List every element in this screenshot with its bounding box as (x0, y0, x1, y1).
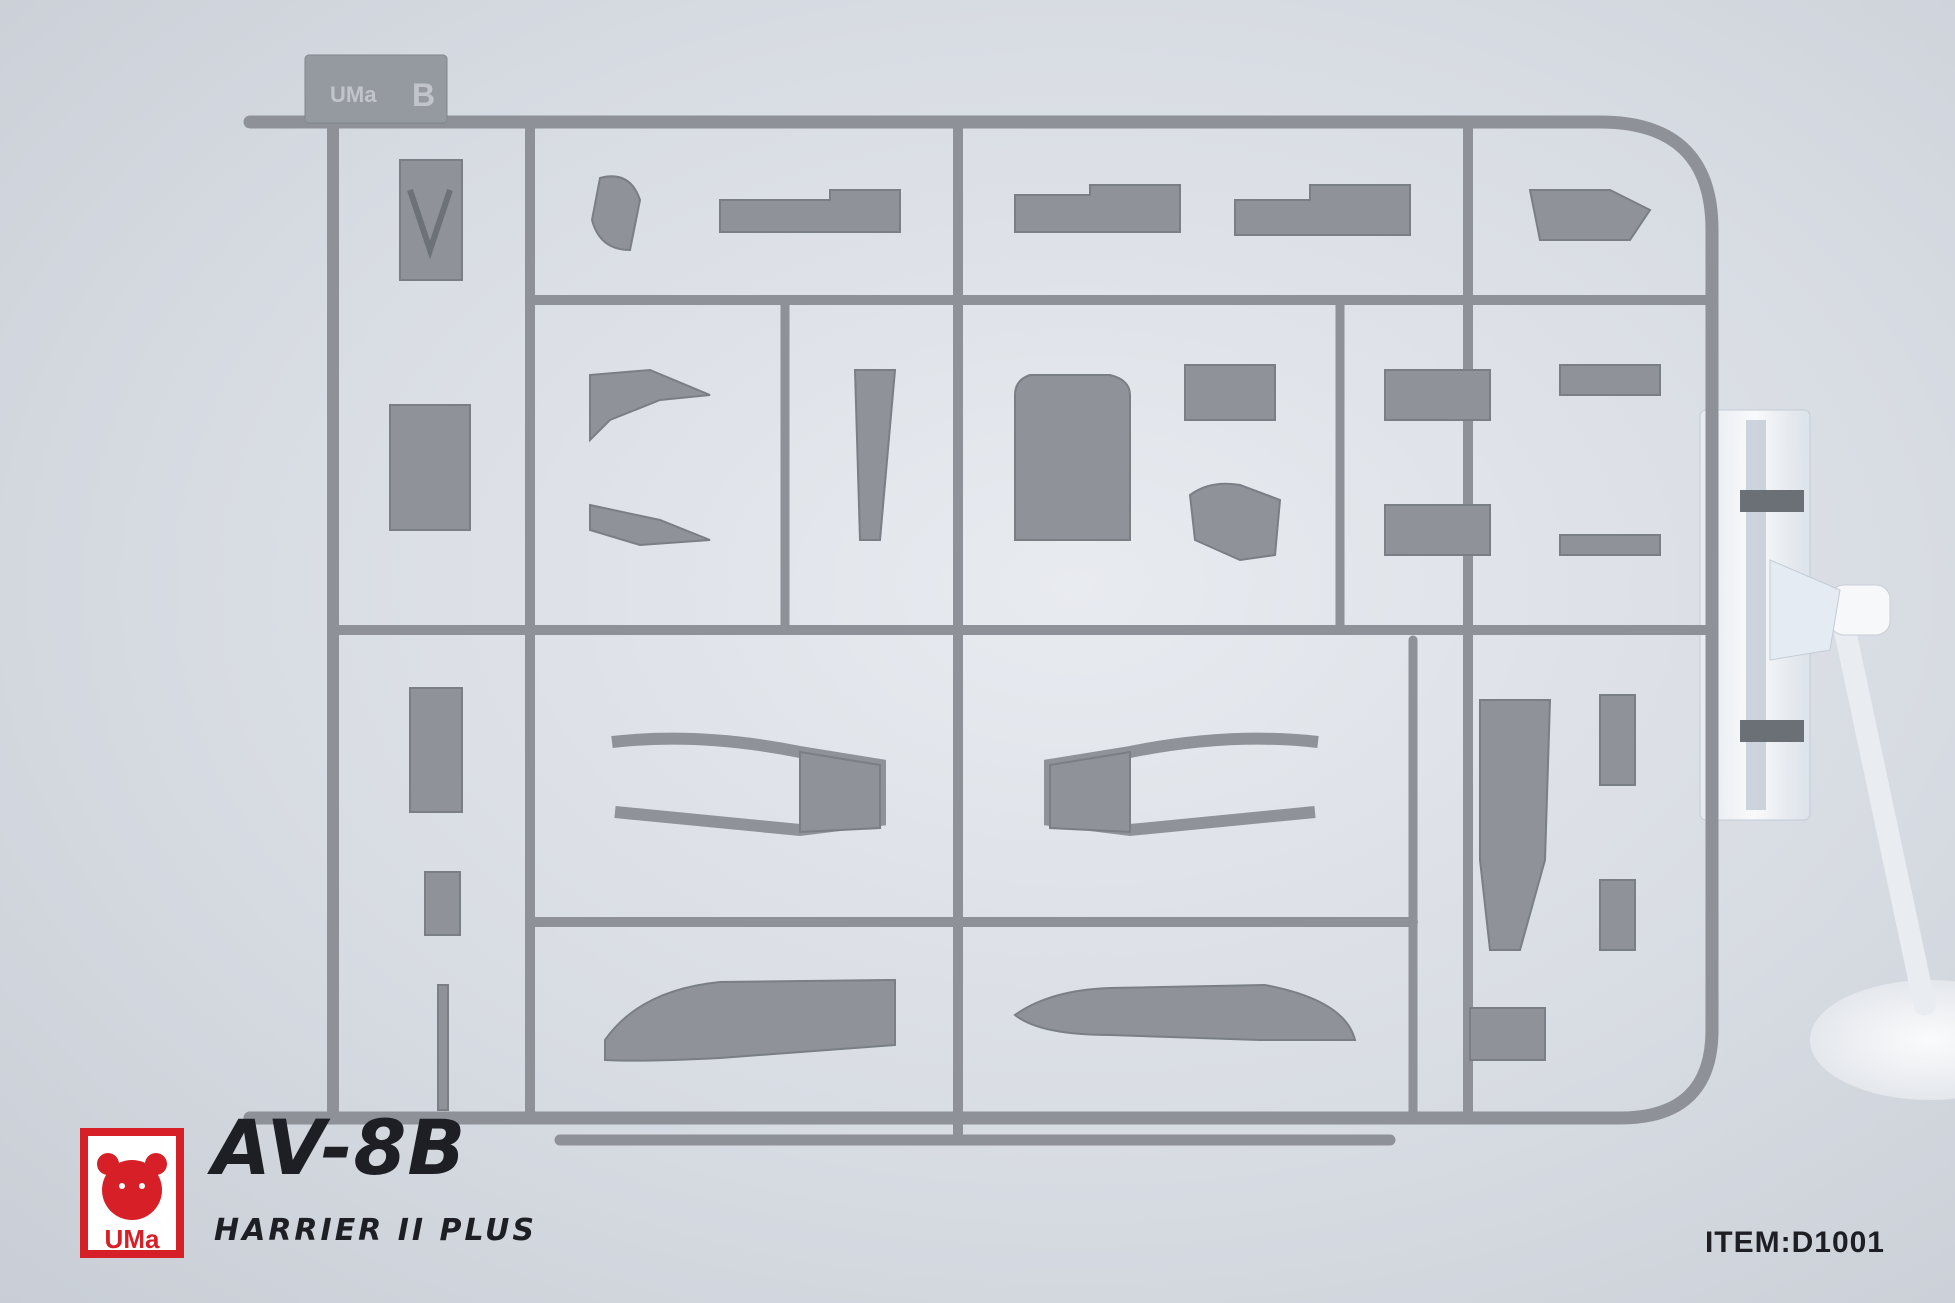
product-title: AV-8B (212, 1103, 467, 1192)
part-nozzle (1188, 482, 1282, 562)
part-left-canopy-front (799, 750, 881, 834)
part-pod (1469, 1007, 1546, 1061)
part-cockpit-tub (1014, 374, 1131, 541)
part-probe (437, 984, 449, 1111)
part-rod-upper (1559, 364, 1661, 396)
part-panel (1184, 364, 1276, 421)
part-left-fuselage-rail (719, 189, 901, 233)
part-right-fuselage-spine (1013, 983, 1357, 1041)
sprue-tag-letter: B (412, 77, 435, 113)
item-code: ITEM:D1001 (1704, 1226, 1885, 1259)
part-door-upper (1599, 694, 1636, 786)
sprue-parts (389, 159, 1661, 1111)
part-seat-frame (399, 159, 463, 281)
uma-logo: UMa (80, 1128, 184, 1258)
part-small-block (424, 871, 461, 936)
part-gear-bay (1479, 699, 1552, 951)
part-right-canopy-front (1049, 750, 1131, 834)
part-ejection-seat (389, 404, 471, 531)
clear-parts-frame (1699, 409, 1841, 821)
part-intake-upper (589, 368, 711, 443)
part-cockpit-rail (1234, 184, 1411, 236)
display-stand (1810, 584, 1955, 1100)
sprue-frame (243, 115, 1719, 1146)
product-subtitle: HARRIER II PLUS (214, 1213, 537, 1248)
sprue-tag: UMa B (304, 54, 448, 124)
part-avionics-upper (1384, 369, 1491, 421)
part-landing-gear (1528, 189, 1652, 241)
part-right-fuselage-rail (1014, 184, 1181, 233)
part-left-fuselage-spine (604, 978, 896, 1062)
part-door-lower (1599, 879, 1636, 951)
part-rod-lower (1559, 534, 1661, 556)
part-strut (853, 369, 897, 541)
part-avionics-lower (1384, 504, 1491, 556)
logo-text: UMa (105, 1224, 160, 1254)
part-intake-lower (589, 503, 711, 547)
part-bracket (590, 175, 642, 252)
sprue-tag-brand: UMa (330, 82, 377, 107)
part-plate (409, 687, 463, 813)
